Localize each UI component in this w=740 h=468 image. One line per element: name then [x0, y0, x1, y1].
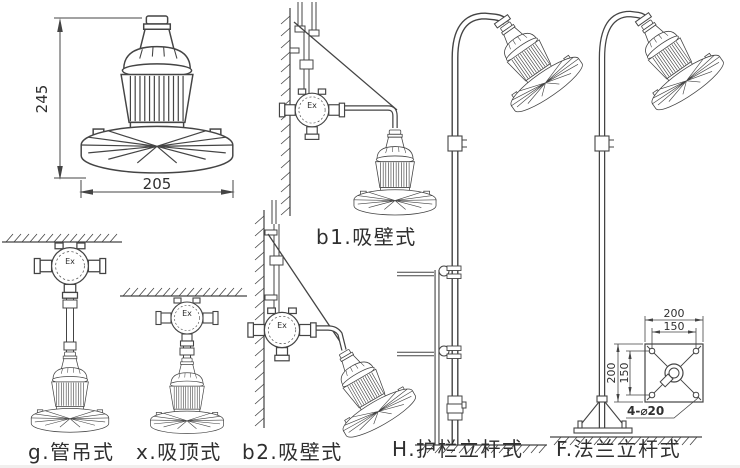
- arrow-left: [79, 189, 93, 195]
- dimension-arrows: [616, 318, 703, 402]
- junction-box-icon: [33, 242, 107, 299]
- arrow-right: [221, 189, 235, 195]
- lamp-icon: [30, 351, 110, 433]
- ex-mark: Ex: [277, 321, 287, 330]
- caption-guardrail-pole: H.护栏立杆式: [392, 437, 524, 461]
- arrow-up: [57, 18, 63, 32]
- caption-pipe-pendant: g.管吊式: [28, 440, 115, 464]
- conduit-pipes: [289, 2, 320, 94]
- flange-pole-F-figure: [550, 0, 729, 446]
- pipe-pendant-g-figure: Ex: [2, 233, 122, 433]
- height-dim-label: 245: [33, 85, 51, 114]
- wall-mount-b2-figure: Ex: [247, 200, 421, 444]
- wall-mount-b1-figure: Ex: [278, 2, 437, 216]
- flange-bolt-spacing-h-label: 150: [618, 363, 631, 384]
- short-stem: [179, 346, 195, 358]
- bolt-hole: [692, 391, 700, 399]
- lamp-icon: [309, 331, 421, 444]
- ceiling: [120, 287, 247, 297]
- lamp-clamp: [493, 13, 512, 29]
- lamp-clamp: [634, 11, 653, 27]
- caption-wall-mount-b1: b1.吸壁式: [316, 225, 417, 249]
- junction-box-icon: [155, 297, 219, 347]
- ground: [550, 436, 702, 446]
- lamp-icon: [80, 15, 234, 174]
- diagonal-brace: [293, 21, 398, 111]
- guardrail: [397, 265, 462, 445]
- lamp-icon: [150, 357, 224, 434]
- flange-bolt-spacing-w-label: 150: [664, 320, 685, 333]
- wall: [254, 210, 265, 428]
- arrow-down: [57, 166, 63, 180]
- guardrail-pole-H-figure: [397, 1, 588, 454]
- pole-coupling: [447, 135, 467, 152]
- lamp-icon: [611, 0, 729, 117]
- width-dimension: [80, 180, 234, 198]
- bolt-hole: [648, 391, 656, 399]
- ex-mark: Ex: [65, 257, 75, 266]
- caption-flange-pole: F.法兰立杆式: [556, 437, 682, 461]
- ex-mark: Ex: [182, 309, 192, 318]
- bracket-arm: [329, 105, 398, 128]
- pole-terminal-box: [446, 395, 467, 421]
- flange-bolt-holes-label: 4-⌀20: [627, 404, 664, 418]
- caption-ceiling-mount: x.吸顶式: [136, 440, 222, 464]
- ceiling-mount-x-figure: Ex: [120, 287, 247, 434]
- page-bottom-edge: [0, 465, 740, 468]
- flange-plate-detail: 200 150 200 150 4-⌀20: [605, 307, 704, 419]
- flange-plate: [644, 343, 704, 403]
- ceiling: [2, 233, 122, 243]
- diagonal-brace: [267, 233, 342, 344]
- lamp-front-view-figure: 245 205: [33, 15, 235, 198]
- width-dim-label: 205: [143, 175, 172, 193]
- flange-base: [573, 395, 633, 434]
- gooseneck-pole: [451, 12, 510, 445]
- pole-coupling: [594, 135, 614, 152]
- drop-pipe: [62, 298, 78, 352]
- flange-outer-width-label: 200: [664, 307, 685, 320]
- bolt-hole: [648, 347, 656, 355]
- conduit-pipes: [264, 200, 284, 312]
- ex-mark: Ex: [307, 101, 317, 110]
- bolt-hole: [692, 347, 700, 355]
- bracket-arm: [300, 325, 347, 351]
- flange-outer-height-label: 200: [605, 363, 618, 384]
- ground: [415, 444, 547, 454]
- height-dimension: [54, 17, 142, 179]
- caption-wall-mount-b2: b2.吸壁式: [242, 440, 343, 464]
- junction-box-icon: [278, 88, 346, 140]
